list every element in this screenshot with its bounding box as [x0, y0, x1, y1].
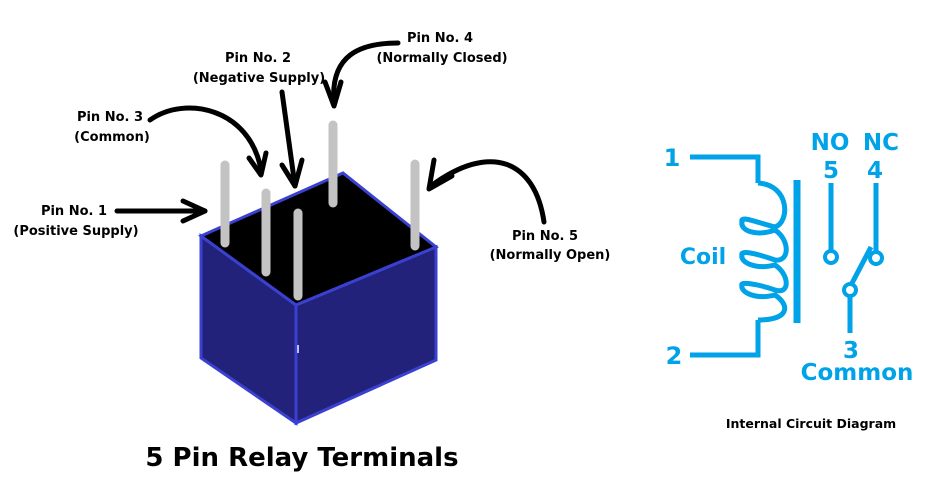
relay-marking — [297, 345, 299, 353]
page-title: 5 Pin Relay Terminals — [145, 443, 458, 473]
arrow-pin-5 — [426, 157, 547, 225]
coil-wire-bottom — [690, 320, 761, 358]
switch-arm — [847, 245, 874, 289]
terminal-2-label: 2 — [666, 342, 683, 370]
pin-4-desc: (Normally Closed) — [376, 51, 507, 66]
pin-4-name: Pin No. 4 — [407, 31, 473, 46]
terminal-1-label: 1 — [664, 144, 681, 172]
circuit-caption: Internal Circuit Diagram — [726, 416, 896, 431]
common-terminal — [842, 282, 858, 298]
pin-5-name: Pin No. 5 — [512, 229, 578, 244]
pin-2-name: Pin No. 2 — [225, 51, 291, 66]
coil-winding — [739, 180, 789, 323]
arrow-pin-3 — [147, 105, 269, 178]
terminal-3-label: 3 — [843, 338, 859, 364]
pin-1-name: Pin No. 1 — [41, 204, 107, 219]
no-label: NO — [811, 130, 850, 156]
pin-3-desc: (Common) — [74, 130, 150, 145]
arrow-pin-1 — [114, 198, 208, 224]
pin-2-desc: (Negative Supply) — [193, 71, 325, 86]
pin-3-name: Pin No. 3 — [77, 110, 143, 125]
relay-body — [198, 171, 439, 426]
relay-top-face — [198, 171, 439, 307]
common-label: Common — [801, 360, 914, 386]
nc-contact-terminal — [868, 250, 884, 266]
coil-wire-top — [690, 154, 761, 183]
coil-label: Coil — [680, 245, 726, 270]
terminal-4-label: 4 — [867, 158, 883, 184]
pin-labels: Pin No. 1 (Positive Supply) Pin No. 3 (C… — [13, 31, 610, 263]
pointer-arrows — [114, 40, 547, 225]
relay-pins — [220, 120, 420, 301]
terminal-5-label: 5 — [823, 158, 839, 184]
arrow-pin-4 — [322, 40, 401, 109]
pin-5-desc: (Normally Open) — [490, 248, 611, 263]
arrow-pin-2 — [279, 89, 305, 189]
no-contact-terminal — [823, 249, 839, 265]
nc-label: NC — [863, 130, 899, 156]
pin-1-desc: (Positive Supply) — [13, 224, 138, 239]
internal-circuit: 1 2 Coil NO NC 5 4 3 Common — [664, 130, 914, 386]
